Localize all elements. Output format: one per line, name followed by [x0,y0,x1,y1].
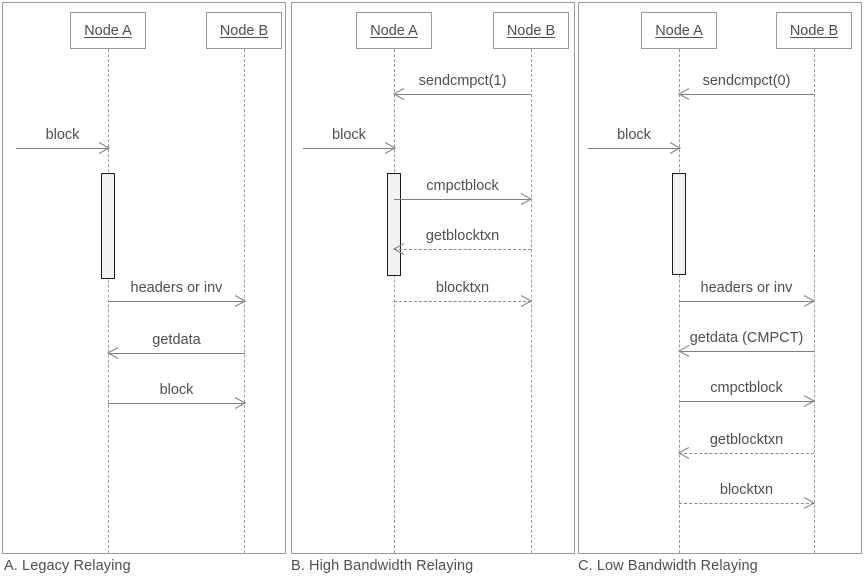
message-line [679,503,814,504]
message-label: blocktxn [435,280,490,297]
message-label: block [45,127,80,144]
message-label: headers or inv [130,280,223,297]
message-label: headers or inv [700,280,793,297]
message-line [588,148,680,149]
arrowhead-left-icon [677,344,690,358]
message-line [679,453,814,454]
message-label: sendcmpct(0) [702,73,791,90]
arrowhead-right-icon [98,141,111,155]
message-line [394,94,531,95]
actor-box-node-b: Node B [493,12,569,49]
message-line [16,148,109,149]
arrowhead-left-icon [677,87,690,101]
actor-label-node-b: Node B [219,22,269,39]
panel-caption-a: A. Legacy Relaying [4,558,131,574]
message-line [679,94,814,95]
actor-label-node-b: Node B [506,22,556,39]
arrowhead-left-icon [392,87,405,101]
activation-bar-node-a [101,173,115,279]
message-label: block [617,127,651,144]
actor-box-node-b: Node B [206,12,282,49]
panel-caption-b: B. High Bandwidth Relaying [291,558,474,574]
actor-box-node-a: Node A [70,12,146,49]
arrowhead-right-icon [234,396,247,410]
panel-legacy-relaying: Node A Node B block headers or inv getda… [2,2,286,554]
activation-bar-node-a [672,173,686,275]
arrowhead-right-icon [520,294,533,308]
message-label: cmpctblock [710,380,783,397]
actor-label-node-a: Node A [655,22,703,39]
arrowhead-right-icon [803,394,816,408]
message-line [679,401,814,402]
arrowhead-left-icon [392,242,405,256]
panel-high-bandwidth-relaying: Node A Node B sendcmpct(1) block cmpctbl… [291,2,575,554]
actor-box-node-a: Node A [641,12,717,49]
message-line [108,353,245,354]
message-line [108,403,245,404]
actor-box-node-a: Node A [356,12,432,49]
message-label: sendcmpct(1) [418,73,507,90]
message-line [394,199,531,200]
actor-box-node-b: Node B [776,12,852,49]
message-label: getblocktxn [709,432,784,449]
message-label: getblocktxn [425,228,500,245]
message-label: blocktxn [719,482,774,499]
message-line [679,351,814,352]
arrowhead-right-icon [803,496,816,510]
arrowhead-left-icon [677,446,690,460]
actor-label-node-a: Node A [84,22,132,39]
panel-low-bandwidth-relaying: Node A Node B sendcmpct(0) block headers [578,2,862,554]
message-label: getdata (CMPCT) [689,330,804,347]
message-label: cmpctblock [426,178,499,195]
message-line [394,249,531,250]
arrowhead-right-icon [234,294,247,308]
arrowhead-right-icon [520,192,533,206]
message-label: block [332,127,366,144]
message-label: block [159,382,194,399]
arrowhead-right-icon [803,294,816,308]
message-line [303,148,395,149]
message-line [679,301,814,302]
message-label: getdata [152,332,201,349]
actor-label-node-a: Node A [370,22,418,39]
panel-caption-c: C. Low Bandwidth Relaying [578,558,758,574]
message-line [108,301,245,302]
message-line [394,301,531,302]
arrowhead-right-icon [669,141,682,155]
arrowhead-left-icon [106,346,119,360]
arrowhead-right-icon [384,141,397,155]
actor-label-node-b: Node B [789,22,839,39]
